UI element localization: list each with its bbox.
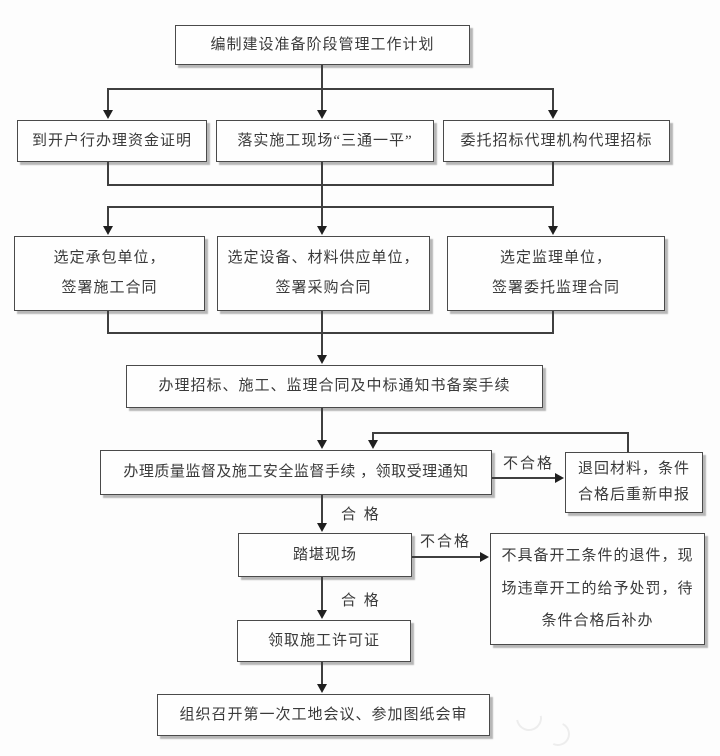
node-survey-label: 踏堪现场 — [292, 546, 357, 563]
watermark-arc — [510, 699, 548, 737]
edge-to-contractor-line — [107, 206, 109, 228]
edge-to-supplier-line — [321, 206, 323, 228]
node-bidding-agency: 委托招标代理机构代理招标 — [443, 120, 670, 162]
node-first-meeting: 组织召开第一次工地会议、参加图纸会审 — [157, 694, 490, 736]
arrowhead-to-survey — [317, 523, 327, 532]
edge-to-filing-line — [321, 311, 323, 357]
arrowhead-to-quality — [317, 440, 327, 449]
arrowhead-to-permit — [317, 610, 327, 619]
node-supplier: 选定设备、材料供应单位， 签署采购合同 — [217, 236, 430, 311]
edge-label-fail-quality: 不合格 — [503, 456, 555, 472]
node-resubmit-line1: 退回材料，条件 — [577, 461, 690, 478]
edge-survey-pass-line — [321, 577, 323, 611]
node-filing: 办理招标、施工、监理合同及中标通知书备案手续 — [126, 365, 543, 408]
node-supplier-line2: 签署采购合同 — [275, 280, 372, 297]
node-resubmit-line2: 合格后重新申报 — [577, 487, 690, 504]
edge-branch1-hline — [107, 88, 554, 90]
watermark-arc — [542, 718, 574, 750]
arrowhead-to-meeting — [317, 684, 327, 693]
edge-feedback-down-line — [372, 432, 374, 442]
node-quality-label: 办理质量监督及施工安全监督手续 ，领取受理通知 — [123, 464, 469, 481]
edge-survey-fail-line — [412, 556, 481, 558]
node-penalty-line3: 条件合格后补办 — [541, 612, 654, 629]
arrowhead-to-site — [317, 110, 327, 119]
node-construction-permit: 领取施工许可证 — [237, 620, 411, 662]
edge-to-fund-line — [107, 88, 109, 112]
node-site-label: 落实施工现场“三通一平” — [237, 132, 413, 149]
node-penalty-line2: 场违章开工的给予处罚，待 — [501, 580, 694, 597]
node-supervisor: 选定监理单位， 签署委托监理合同 — [447, 236, 665, 311]
edge-label-pass-survey: 合 格 — [341, 593, 381, 609]
node-filing-label: 办理招标、施工、监理合同及中标通知书备案手续 — [158, 378, 511, 395]
edge-merge2-hline — [107, 332, 554, 334]
edge-branch2-hline — [107, 206, 554, 208]
node-meeting-label: 组织召开第一次工地会议、参加图纸会审 — [179, 706, 468, 723]
node-resubmit: 退回材料，条件 合格后重新申报 — [565, 452, 703, 513]
arrowhead-to-resubmit — [555, 473, 564, 483]
edge-site-out-line — [321, 162, 323, 208]
node-agency-label: 委托招标代理机构代理招标 — [460, 132, 653, 149]
edge-supervisor-out-line — [552, 311, 554, 333]
node-site-preparation: 落实施工现场“三通一平” — [216, 120, 434, 162]
node-contractor: 选定承包单位， 签署施工合同 — [14, 236, 205, 311]
edge-fund-out-line — [107, 162, 109, 185]
node-plan: 编制建设准备阶段管理工作计划 — [175, 25, 470, 65]
arrowhead-to-fund — [103, 110, 113, 119]
arrowhead-feedback-to-quality — [368, 440, 378, 449]
node-supervisor-line1: 选定监理单位， — [499, 249, 612, 266]
edge-filing-to-quality-line — [321, 408, 323, 442]
node-supplier-line1: 选定设备、材料供应单位， — [227, 249, 420, 266]
node-contractor-line1: 选定承包单位， — [53, 249, 166, 266]
node-contractor-line2: 签署施工合同 — [61, 280, 158, 297]
edge-agency-out-line — [552, 162, 554, 185]
node-fund-certificate: 到开户行办理资金证明 — [17, 120, 207, 162]
edge-permit-out-line — [321, 662, 323, 686]
node-site-survey: 踏堪现场 — [238, 533, 412, 577]
edge-to-supervisor-line — [552, 206, 554, 228]
arrowhead-to-supervisor — [548, 226, 558, 235]
edge-quality-pass-line — [321, 495, 323, 525]
node-quality-supervision: 办理质量监督及施工安全监督手续 ，领取受理通知 — [100, 450, 492, 495]
edge-to-agency-line — [552, 88, 554, 112]
edge-feedback-hline — [372, 432, 629, 434]
edge-merge1-hline — [107, 184, 554, 186]
edge-quality-fail-line — [492, 477, 556, 479]
edge-label-pass-quality: 合 格 — [341, 507, 381, 523]
node-permit-label: 领取施工许可证 — [267, 632, 380, 649]
node-fund-label: 到开户行办理资金证明 — [31, 132, 192, 149]
node-supervisor-line2: 签署委托监理合同 — [491, 280, 620, 297]
edge-label-fail-survey: 不合格 — [420, 534, 472, 550]
arrowhead-to-penalty — [480, 552, 489, 562]
arrowhead-to-filing — [317, 355, 327, 364]
node-penalty: 不具备开工条件的退件，现 场违章开工的给予处罚，待 条件合格后补办 — [490, 533, 705, 645]
node-penalty-line1: 不具备开工条件的退件，现 — [501, 548, 694, 565]
arrowhead-to-supplier — [317, 226, 327, 235]
arrowhead-to-agency — [548, 110, 558, 119]
edge-resubmit-up-line — [627, 432, 629, 452]
node-plan-label: 编制建设准备阶段管理工作计划 — [210, 36, 435, 53]
edge-contractor-out-line — [107, 311, 109, 333]
arrowhead-to-contractor — [103, 226, 113, 235]
